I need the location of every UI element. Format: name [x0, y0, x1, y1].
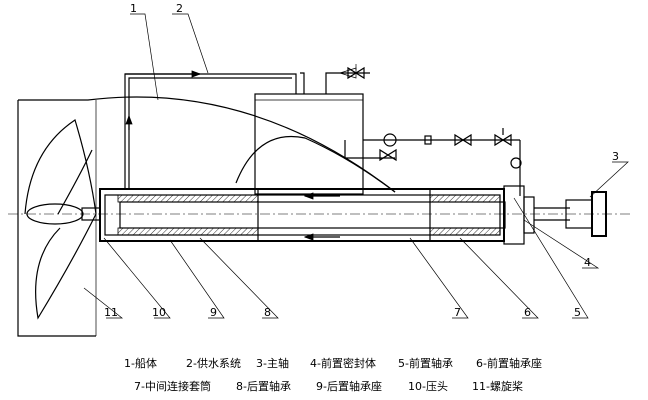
legend-item: 5-前置轴承 [398, 357, 453, 370]
legend-item: 10-压头 [408, 380, 448, 393]
label-10: 10 [152, 306, 166, 319]
part-numbers: 1 2 3 4 5 6 7 8 9 10 11 [104, 2, 619, 319]
legend-item: 11-螺旋桨 [472, 380, 523, 393]
legend-item: 4-前置密封体 [310, 357, 376, 370]
label-9: 9 [210, 306, 217, 319]
legend-item: 1-船体 [124, 357, 157, 370]
legend-item: 8-后置轴承 [236, 380, 291, 393]
water-tank [254, 93, 364, 195]
legend-item: 2-供水系统 [186, 357, 241, 370]
label-3: 3 [612, 150, 619, 163]
water-supply-system [124, 64, 522, 196]
label-7: 7 [454, 306, 461, 319]
label-4: 4 [584, 256, 591, 269]
hull [17, 96, 396, 337]
label-8: 8 [264, 306, 271, 319]
propeller [24, 119, 101, 320]
label-6: 6 [524, 306, 531, 319]
legend-item: 6-前置轴承座 [476, 357, 542, 370]
shaft-assembly [8, 185, 632, 245]
legend-item: 3-主轴 [256, 357, 289, 370]
label-11: 11 [104, 306, 118, 319]
label-2: 2 [176, 2, 183, 15]
legend-item: 7-中间连接套筒 [134, 380, 211, 393]
leader-lines [83, 13, 629, 319]
label-5: 5 [574, 306, 581, 319]
label-1: 1 [130, 2, 137, 15]
legend-item: 9-后置轴承座 [316, 380, 382, 393]
